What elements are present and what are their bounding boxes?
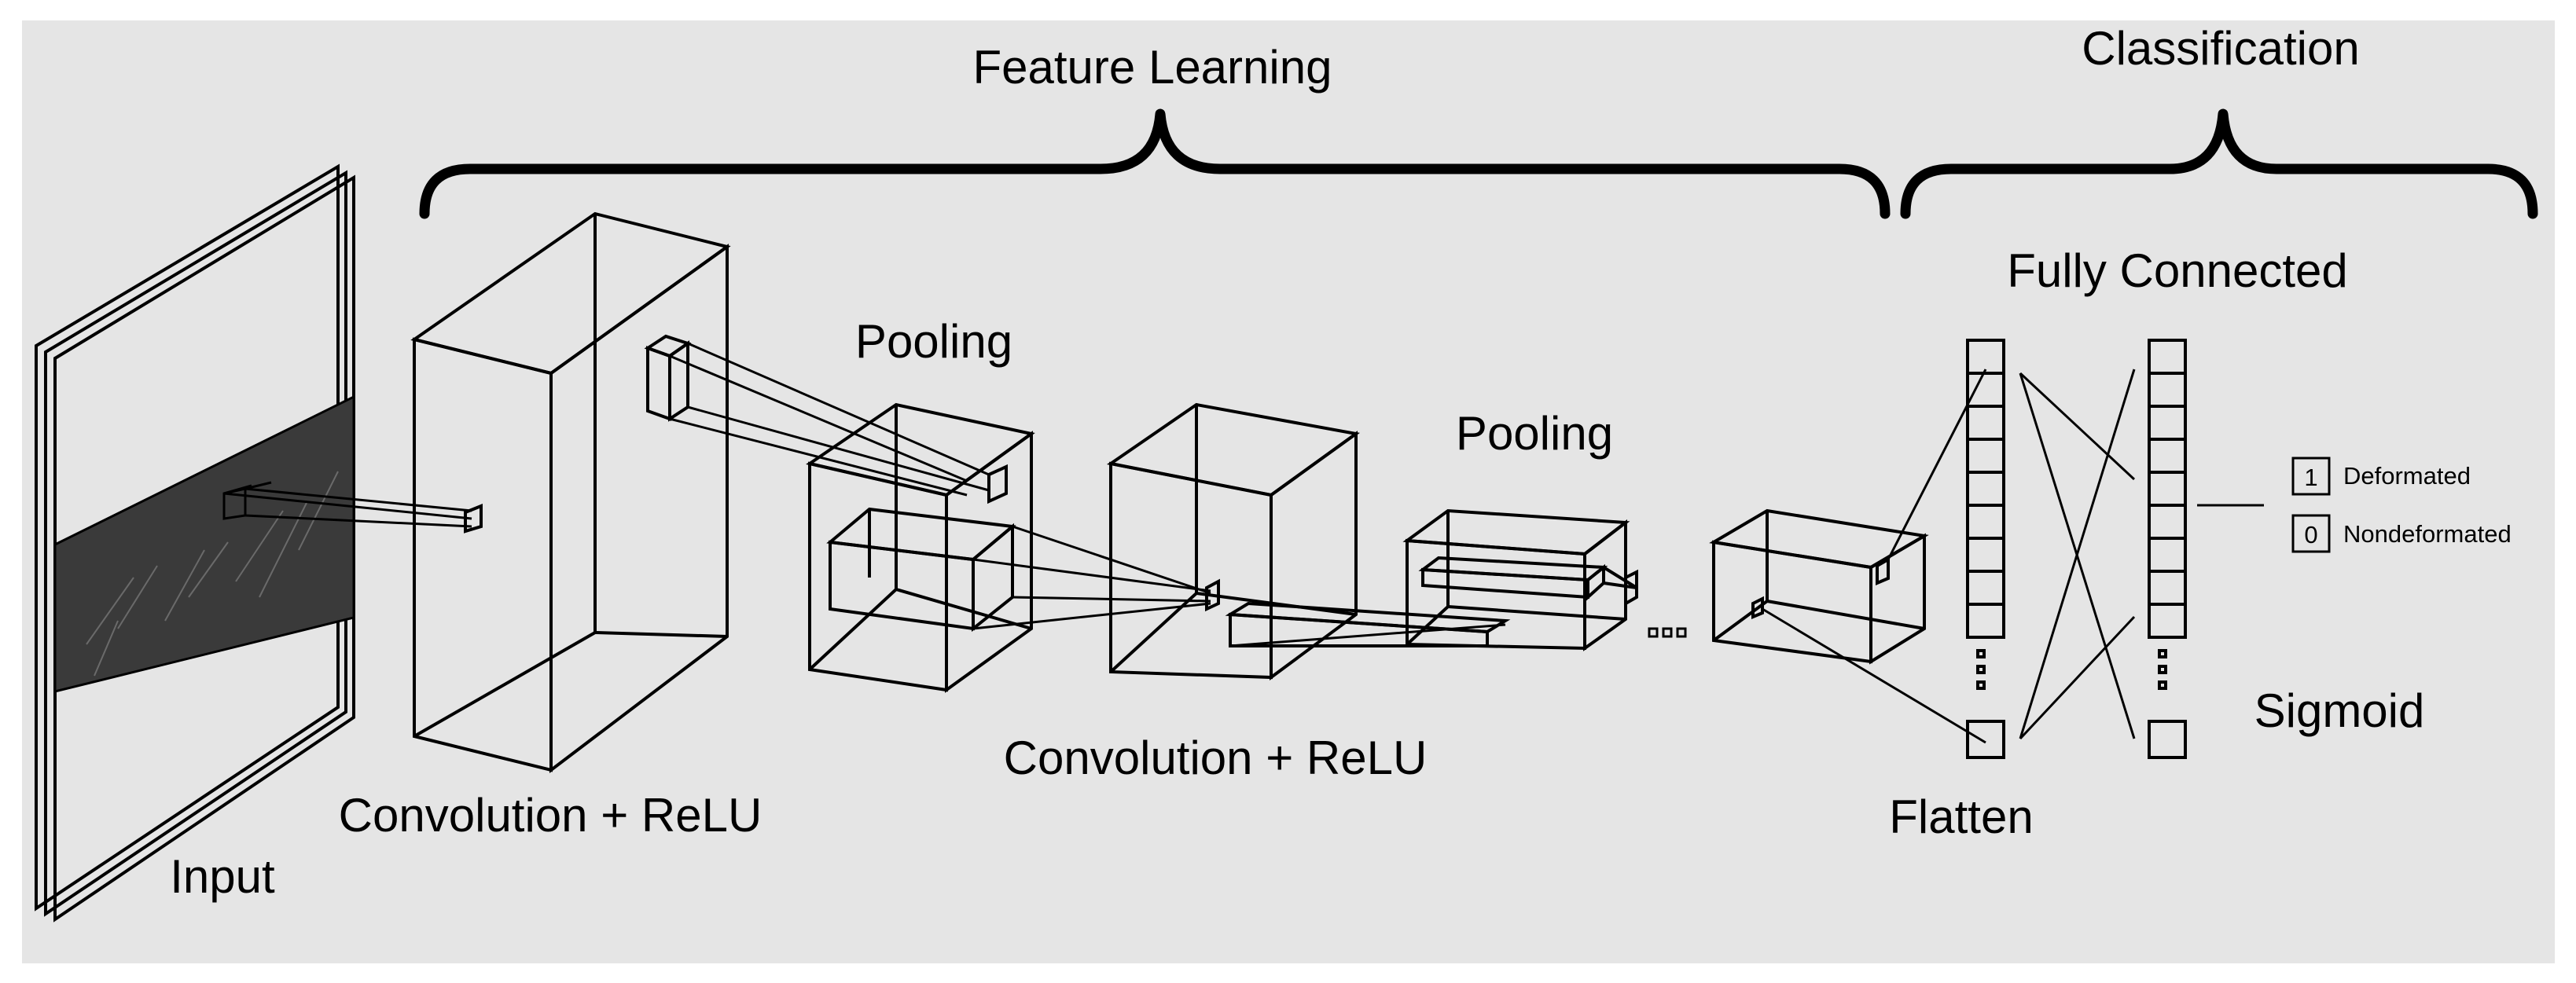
output-box-deformated (2291, 457, 2331, 496)
output-box-nondeformated (2291, 514, 2331, 553)
output-label-deformated: Deformated (2343, 462, 2471, 490)
output-label-nondeformated: Nondeformated (2343, 520, 2512, 548)
flatten-vector-column (1966, 339, 2005, 759)
final-feature-map-block (1709, 508, 1929, 665)
classification-brace (1900, 108, 2538, 219)
input-label: Input (170, 850, 275, 903)
feature-learning-title: Feature Learning (973, 41, 1332, 94)
pool2-label: Pooling (1456, 407, 1613, 460)
pool1-label: Pooling (855, 315, 1012, 368)
projection-conv2-pool2 (1229, 602, 1506, 647)
conv1-label: Convolution + ReLU (339, 789, 763, 842)
feature-learning-brace (419, 108, 1891, 219)
pool2-feature-map-block (1402, 508, 1638, 651)
projection-input-conv1 (223, 487, 472, 528)
input-image-stack (35, 163, 355, 922)
output-value-0: 0 (2304, 521, 2317, 548)
sigmoid-label: Sigmoid (2254, 684, 2425, 737)
output-value-1: 1 (2304, 464, 2317, 491)
conv1-feature-map-block (410, 211, 731, 774)
ellipsis-dots (1648, 627, 1687, 638)
classification-title: Classification (2082, 22, 2359, 75)
fully-connected-label: Fully Connected (2007, 244, 2348, 297)
projection-to-flatten (1762, 369, 1987, 744)
input-image-strip (53, 394, 355, 693)
dense-vector-column (2148, 339, 2187, 759)
conv2-label: Convolution + ReLU (1004, 732, 1428, 784)
fully-connected-links (2019, 369, 2136, 740)
flatten-label: Flatten (1889, 790, 2033, 843)
